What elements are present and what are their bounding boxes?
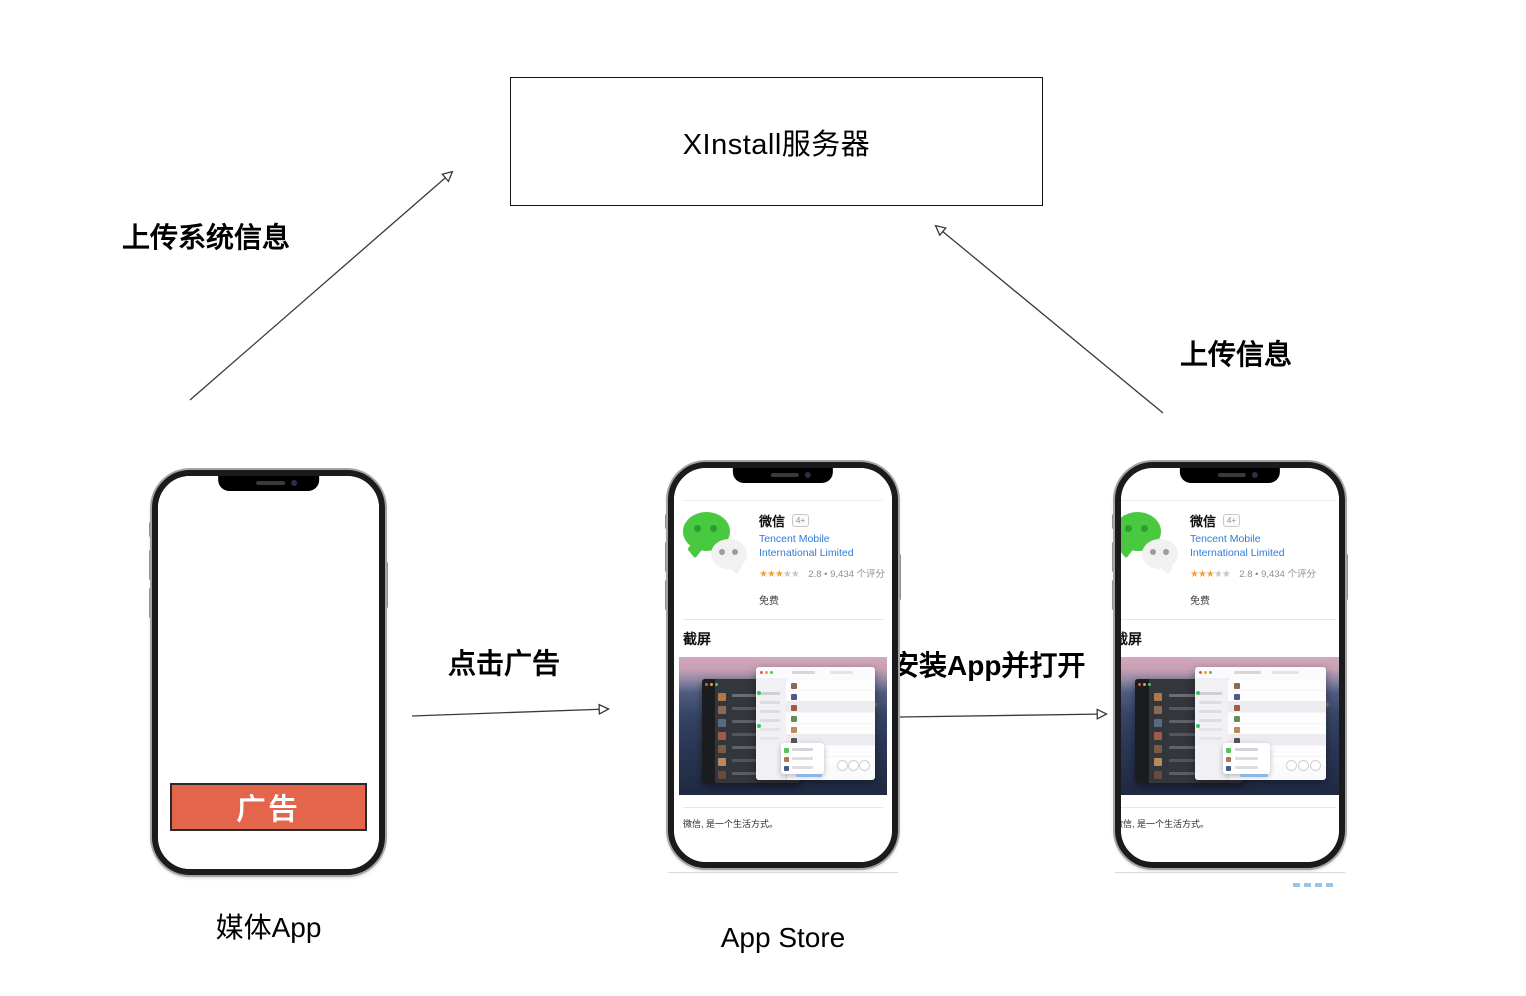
- stars-empty-icon: ★★: [782, 569, 800, 581]
- age-rating-badge: 4+: [792, 514, 810, 527]
- divider: [1121, 619, 1336, 621]
- app-name: 微信: [759, 514, 786, 529]
- divider: [668, 872, 898, 873]
- price-label: 免费: [1190, 596, 1210, 608]
- divider: [683, 807, 883, 809]
- volume-up-button: [149, 550, 152, 580]
- appstore-screen: 微信 4+ Tencent Mobile International Limit…: [674, 468, 892, 862]
- app-name: 微信: [1190, 514, 1217, 529]
- price-label: 免费: [759, 596, 779, 608]
- divider: [1115, 872, 1345, 873]
- media-app-screen: 广告: [158, 476, 379, 869]
- mute-switch: [149, 522, 152, 537]
- app-screenshot: [1121, 657, 1339, 796]
- rating-text: 2.8 • 9,434 个评分: [808, 569, 886, 581]
- server-box: XInstall服务器: [510, 77, 1043, 206]
- arrow-upload-info: [936, 226, 1164, 414]
- screenshots-header: 截屏: [1121, 631, 1142, 648]
- wechat-app-icon: [1121, 509, 1180, 571]
- app-tagline: 微信, 是一个生活方式。: [683, 819, 779, 830]
- phone-notch: [1179, 468, 1281, 483]
- phone-notch: [732, 468, 834, 483]
- caption-app-store: App Store: [720, 922, 846, 953]
- ad-banner-label: 广告: [236, 794, 301, 826]
- app-screenshot: [679, 657, 887, 796]
- label-upload-info: 上传信息: [1180, 339, 1293, 370]
- app-listing-header: 微信 4+ Tencent Mobile International Limit…: [1121, 500, 1336, 607]
- divider: [1121, 807, 1336, 809]
- volume-up-button: [665, 542, 668, 572]
- camera-icon: [290, 480, 297, 486]
- arrow-upload-system-info: [189, 172, 452, 401]
- watermark: [1293, 883, 1335, 887]
- app-listing-header: 微信 4+ Tencent Mobile International Limit…: [683, 500, 886, 608]
- developer-link: Tencent Mobile International Limited: [1190, 533, 1285, 559]
- volume-down-button: [149, 588, 152, 618]
- server-label: XInstall服务器: [682, 128, 871, 161]
- ad-banner: 广告: [170, 783, 367, 831]
- age-rating-badge: 4+: [1223, 514, 1241, 527]
- caption-media-app: 媒体App: [215, 912, 322, 943]
- rating-row: ★★★★★ 2.8 • 9,434 个评分: [759, 564, 886, 582]
- phone-media-app: 广告: [149, 470, 388, 875]
- volume-up-button: [1112, 542, 1115, 572]
- speaker-icon: [256, 481, 285, 485]
- arrow-click-ad: [411, 709, 608, 717]
- screenshots-header: 截屏: [683, 631, 711, 648]
- arrow-install-open: [899, 714, 1106, 717]
- appstore-screen: 微信 4+ Tencent Mobile International Limit…: [1121, 468, 1339, 862]
- label-install-and-open: 安装App并打开: [891, 650, 1086, 681]
- label-upload-system-info: 上传系统信息: [122, 222, 291, 253]
- developer-link: Tencent Mobile International Limited: [759, 533, 854, 559]
- volume-down-button: [1112, 580, 1115, 610]
- power-button: [385, 562, 388, 608]
- power-button: [898, 554, 901, 600]
- phone-appstore: 微信 4+ Tencent Mobile International Limit…: [665, 462, 901, 868]
- volume-down-button: [665, 580, 668, 610]
- wechat-app-icon: [683, 509, 749, 571]
- stars-filled-icon: ★★★: [759, 569, 784, 581]
- rating-text: 2.8 • 9,434 个评分: [1239, 569, 1317, 581]
- divider: [683, 619, 883, 621]
- app-tagline: 微信, 是一个生活方式。: [1121, 819, 1210, 830]
- speaker-icon: [1217, 473, 1247, 477]
- label-click-ad: 点击广告: [448, 648, 561, 679]
- mute-switch: [1112, 514, 1115, 529]
- stars-filled-icon: ★★★: [1190, 569, 1215, 581]
- camera-icon: [805, 472, 812, 478]
- rating-row: ★★★★★ 2.8 • 9,434 个评分: [1190, 564, 1336, 582]
- stars-empty-icon: ★★: [1213, 569, 1231, 581]
- camera-icon: [1252, 472, 1259, 478]
- screenshot-light-window: [755, 666, 875, 781]
- phone-notch: [217, 476, 320, 491]
- power-button: [1345, 554, 1348, 600]
- phone-installed-app: 微信 4+ Tencent Mobile International Limit…: [1112, 462, 1348, 868]
- speaker-icon: [770, 473, 800, 477]
- mute-switch: [665, 514, 668, 529]
- screenshot-light-window: [1195, 666, 1327, 781]
